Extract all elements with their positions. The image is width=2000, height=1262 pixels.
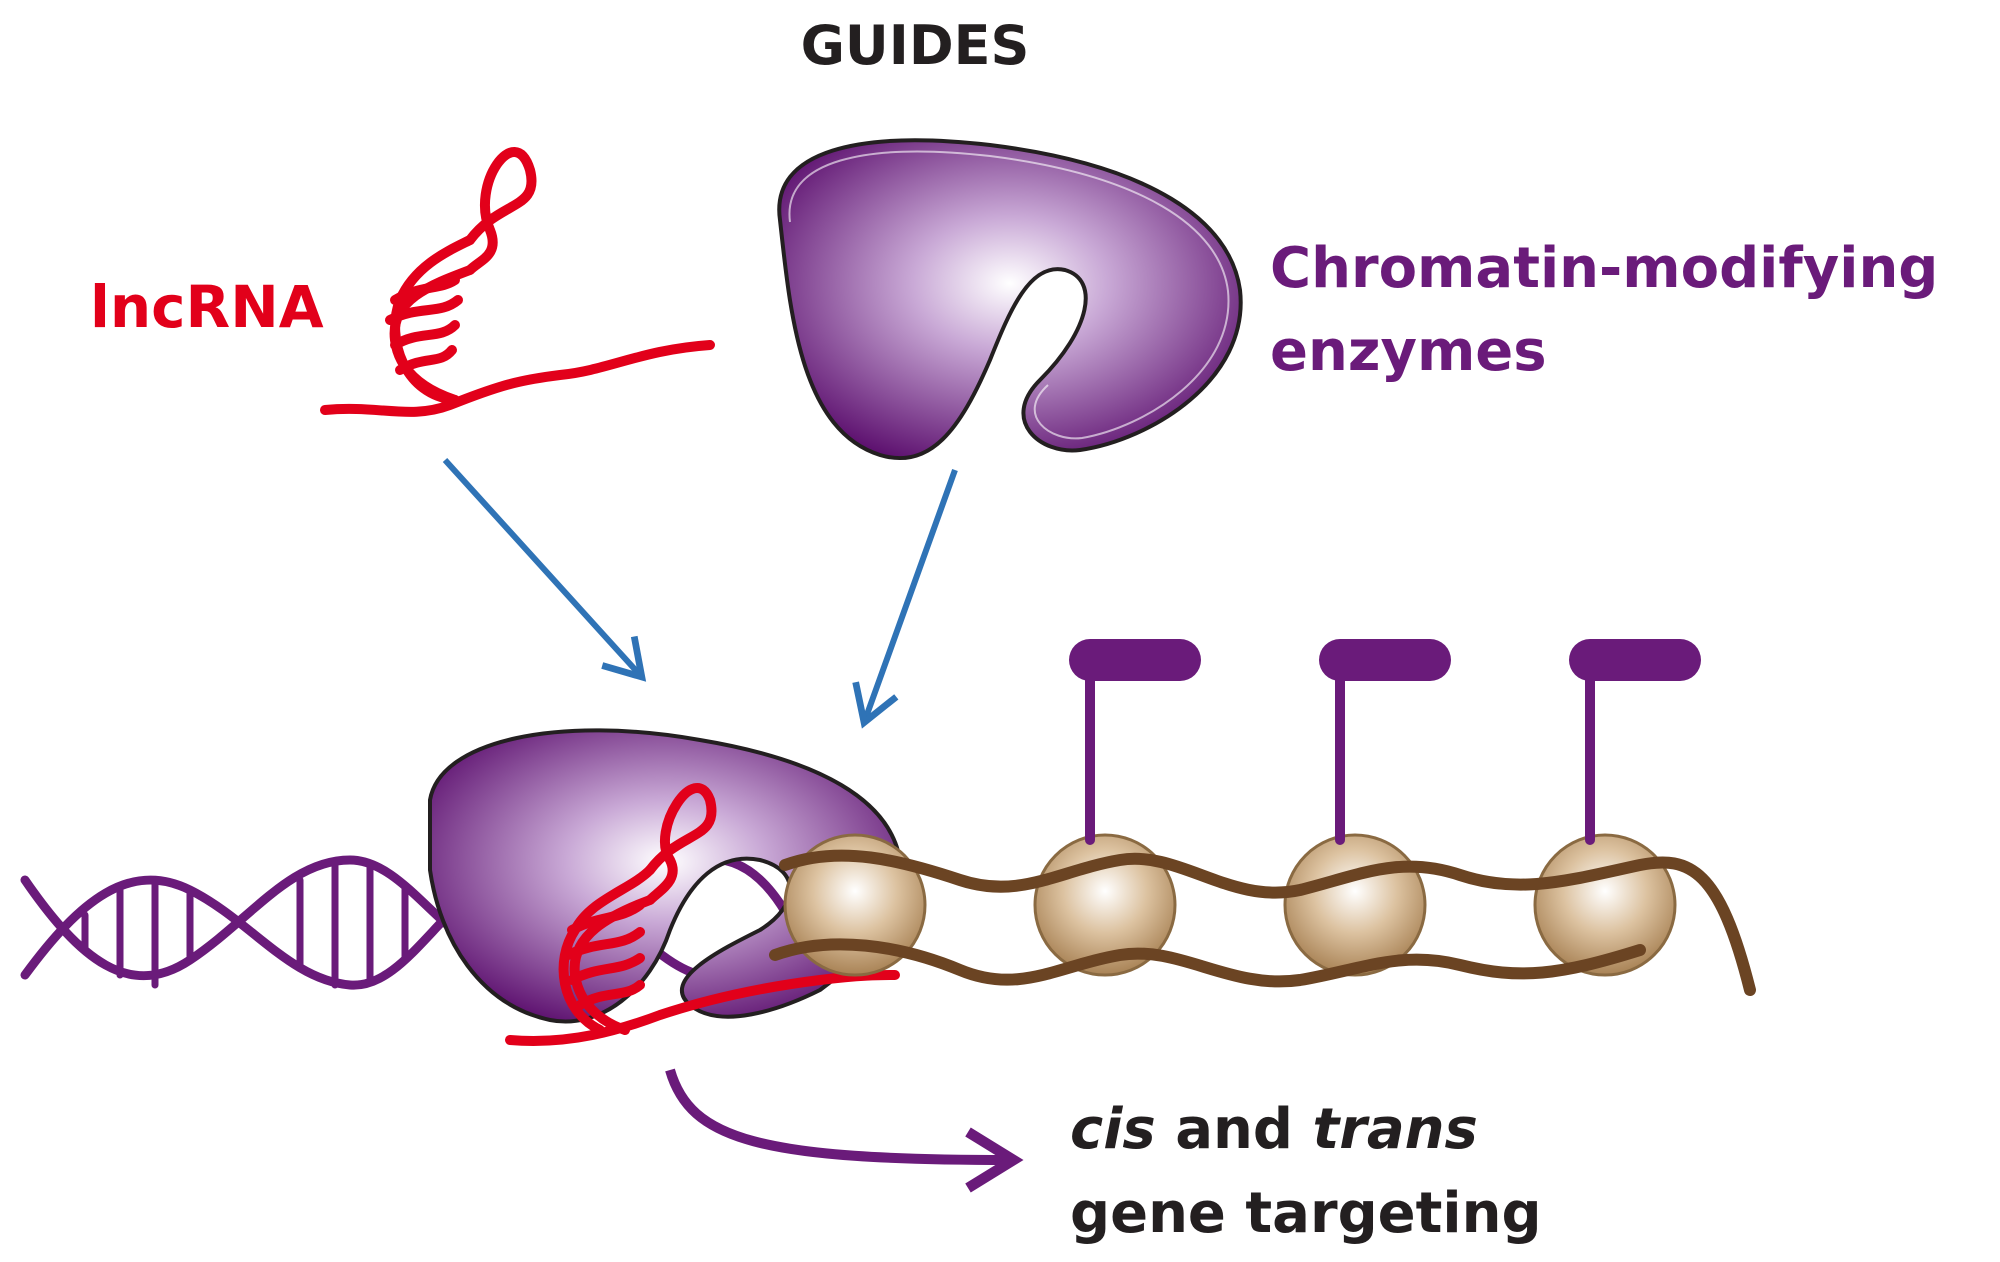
arrow-gene-targeting (665, 1068, 1024, 1193)
and-text: and (1156, 1097, 1313, 1162)
histone-marks (1069, 639, 1701, 845)
lncrna-label: lncRNA (90, 273, 324, 341)
cis-text: cis (1070, 1097, 1156, 1162)
lncrna-molecule (320, 147, 715, 417)
arrow-lncrna-to-complex (442, 457, 647, 682)
diagram-title: GUIDES (801, 14, 1030, 77)
targeting-label-line1: cis and trans (1070, 1097, 1478, 1162)
nucleosome-array (769, 833, 1756, 996)
trans-text: trans (1312, 1097, 1477, 1162)
enzyme-label-line1: Chromatin-modifying (1270, 236, 1938, 301)
nucleosome-3 (1283, 833, 1427, 977)
arrow-enzyme-to-complex (852, 468, 958, 729)
targeting-label-line2: gene targeting (1070, 1181, 1542, 1246)
histone-mark-2 (1319, 639, 1451, 845)
enzyme-label-line2: enzymes (1270, 319, 1547, 384)
histone-mark-1 (1069, 639, 1201, 845)
chromatin-enzyme-free (777, 138, 1243, 461)
histone-mark-3 (1569, 639, 1701, 845)
